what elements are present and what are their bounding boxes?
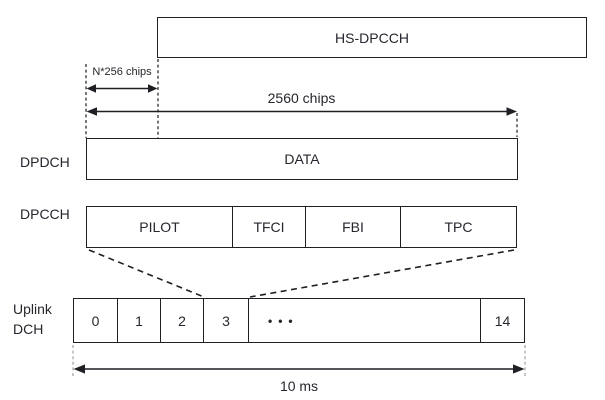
dpdch-data-box: DATA [86, 138, 518, 180]
dpdch-channel-label: DPDCH [20, 154, 70, 170]
uplink-dch-channel-label: Uplink DCH [13, 299, 52, 339]
slot-14: 14 [494, 312, 511, 329]
uplink-label-line2: DCH [13, 321, 44, 337]
slot-3: 3 [204, 299, 249, 342]
hs-dpcch-label: HS-DPCCH [335, 29, 409, 46]
dpcch-box: PILOT TFCI FBI TPC [86, 206, 517, 248]
offset-annotation: N*256 chips [92, 66, 152, 78]
slot-1: 1 [118, 299, 161, 342]
uplink-label-line1: Uplink [13, 301, 52, 317]
hs-dpcch-box: HS-DPCCH [157, 17, 587, 58]
dpcch-field-tfci: TFCI [233, 207, 306, 247]
slot-2: 2 [161, 299, 204, 342]
slot-0: 0 [74, 299, 118, 342]
uplink-dch-box: 0 1 2 3 ••• 14 [73, 298, 525, 343]
offset-arrow [86, 84, 158, 93]
slot-width-arrow [86, 107, 517, 116]
slot-ellipsis: ••• [249, 299, 481, 342]
expand-dashed-line-left [88, 249, 205, 298]
dpcch-channel-label: DPCCH [20, 206, 70, 222]
slot-width-annotation: 2560 chips [267, 90, 336, 106]
dpcch-field-tpc: TPC [444, 219, 473, 235]
dpcch-field-fbi: FBI [306, 207, 401, 247]
expand-dashed-line-right [249, 249, 515, 298]
frame-width-arrow [73, 364, 525, 374]
frame-width-annotation: 10 ms [279, 378, 319, 394]
dpcch-field-pilot: PILOT [87, 207, 233, 247]
dpdch-data-label: DATA [284, 151, 320, 167]
